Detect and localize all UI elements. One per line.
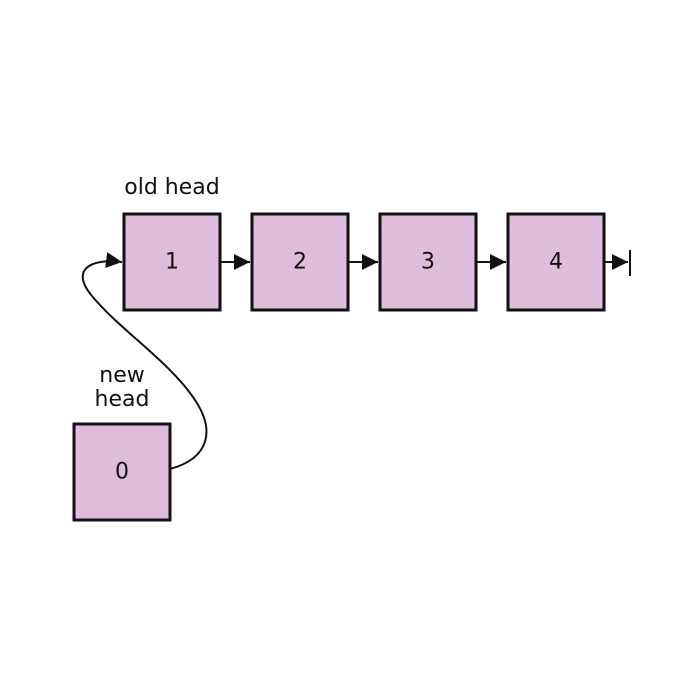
node-0-value: 0 — [115, 460, 129, 485]
node-4-value: 4 — [549, 250, 563, 275]
edge-0-to-1 — [81, 252, 208, 470]
node-3-box — [378, 212, 478, 312]
new-head-label-line1: new — [99, 363, 145, 388]
node-2: 2 — [250, 212, 350, 312]
node-0-box — [72, 422, 172, 522]
node-2-box — [250, 212, 350, 312]
node-1-box — [122, 212, 222, 312]
old-head-label: old head — [124, 175, 220, 200]
node-3-value: 3 — [421, 250, 435, 275]
node-1-value: 1 — [165, 250, 179, 275]
new-head-label-line2: head — [94, 387, 150, 412]
node-1: 1 — [122, 212, 222, 312]
node-2-value: 2 — [293, 250, 307, 275]
node-0: 0 — [72, 422, 172, 522]
node-3: 3 — [378, 212, 478, 312]
new-head-label: new head — [72, 364, 172, 412]
node-4: 4 — [506, 212, 606, 312]
